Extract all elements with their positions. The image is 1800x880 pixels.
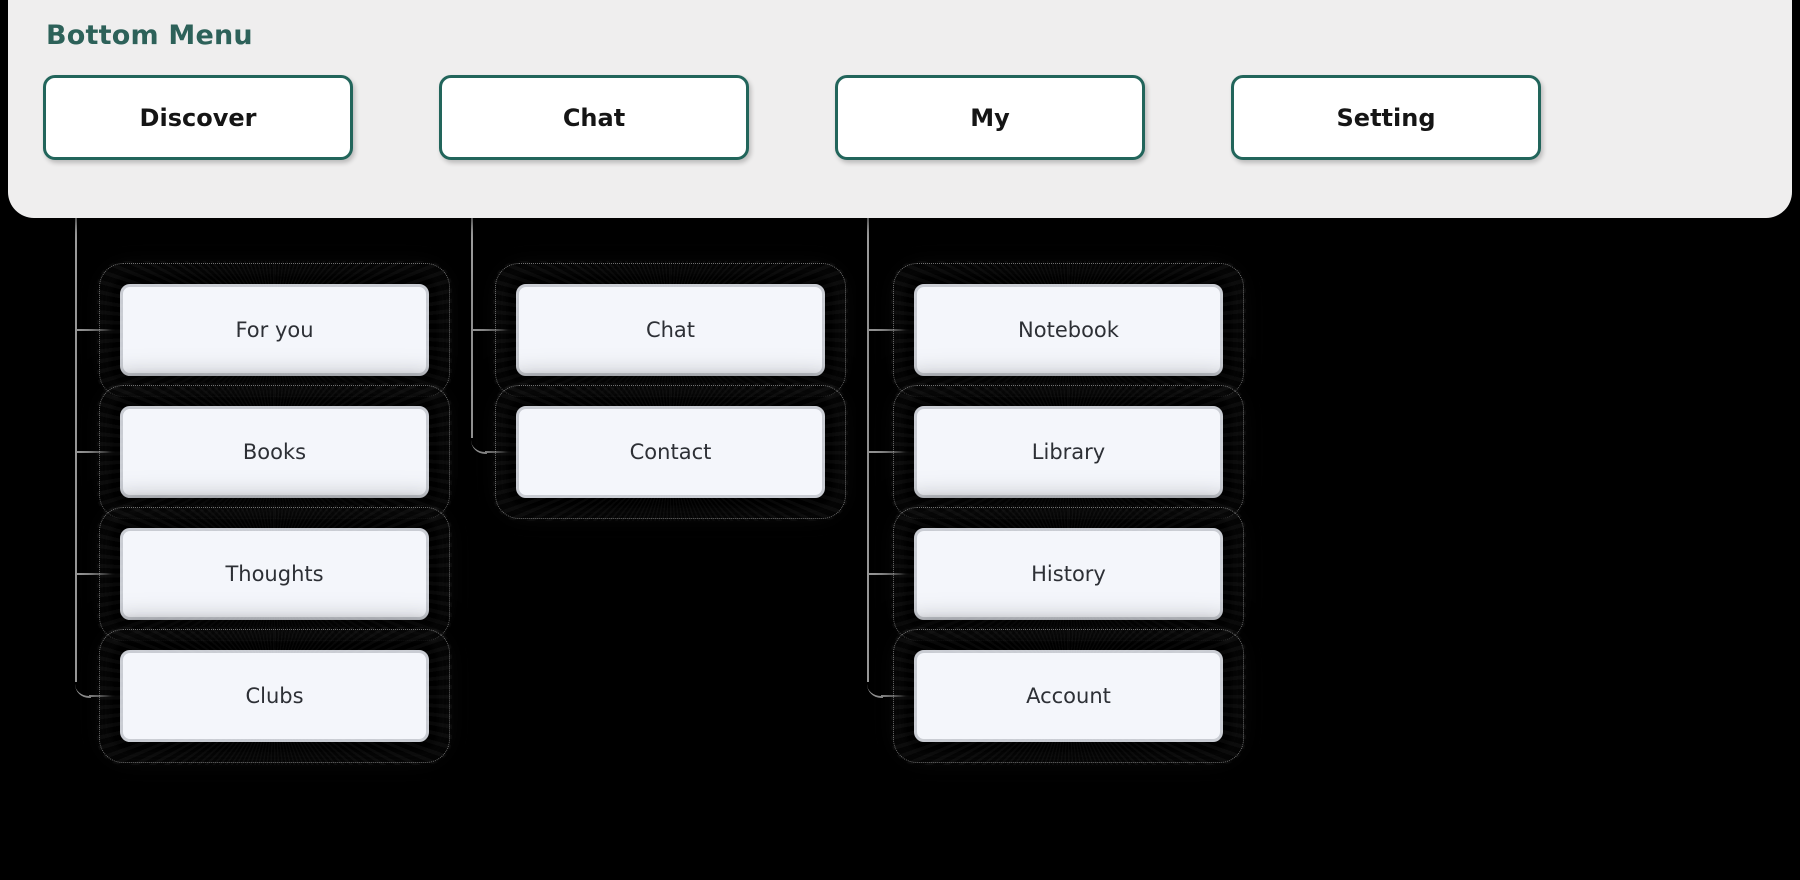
top-menu-button-label: Chat xyxy=(562,103,626,132)
connector-branch-my-1 xyxy=(867,451,915,453)
node-card-contact[interactable]: Contact xyxy=(493,383,848,521)
connector-branch-my-3 xyxy=(881,695,915,697)
top-menu-button-chat[interactable]: Chat xyxy=(439,75,749,160)
node-card-chat[interactable]: Chat xyxy=(493,261,848,399)
connector-trunk-corner-chat xyxy=(471,416,487,454)
page-title: Bottom Menu xyxy=(46,20,253,51)
top-menu-button-setting[interactable]: Setting xyxy=(1231,75,1541,160)
node-card-clubs[interactable]: Clubs xyxy=(97,627,452,765)
node-card-label: Account xyxy=(1026,684,1111,708)
connector-branch-discover-2 xyxy=(75,573,123,575)
node-card-library[interactable]: Library xyxy=(891,383,1246,521)
node-card-label: Notebook xyxy=(1018,318,1119,342)
connector-branch-chat-1 xyxy=(485,451,519,453)
top-menu-button-label: My xyxy=(970,103,1010,132)
connector-branch-discover-1 xyxy=(75,451,123,453)
top-menu-button-my[interactable]: My xyxy=(835,75,1145,160)
node-card-notebook[interactable]: Notebook xyxy=(891,261,1246,399)
connector-trunk-discover xyxy=(75,180,77,682)
node-card-for-you[interactable]: For you xyxy=(97,261,452,399)
connector-trunk-my xyxy=(867,180,869,682)
node-card-thoughts[interactable]: Thoughts xyxy=(97,505,452,643)
node-card-books[interactable]: Books xyxy=(97,383,452,521)
connector-trunk-chat xyxy=(471,180,473,438)
top-menu-button-label: Setting xyxy=(1336,103,1436,132)
node-card-account[interactable]: Account xyxy=(891,627,1246,765)
node-card-history[interactable]: History xyxy=(891,505,1246,643)
connector-branch-my-0 xyxy=(867,329,915,331)
node-card-label: Books xyxy=(242,440,307,464)
connector-branch-my-2 xyxy=(867,573,915,575)
node-card-label: Library xyxy=(1031,440,1106,464)
connector-branch-chat-0 xyxy=(471,329,519,331)
top-menu-button-label: Discover xyxy=(139,103,257,132)
node-card-label: For you xyxy=(235,318,314,342)
node-card-label: History xyxy=(1031,562,1106,586)
connector-trunk-corner-my xyxy=(867,660,883,698)
connector-trunk-corner-discover xyxy=(75,660,91,698)
connector-branch-discover-3 xyxy=(89,695,123,697)
node-card-label: Thoughts xyxy=(225,562,324,586)
node-card-label: Clubs xyxy=(245,684,304,708)
bottom-menu-panel: Bottom Menu Discover Chat My Setting xyxy=(8,0,1792,218)
top-menu-button-discover[interactable]: Discover xyxy=(43,75,353,160)
node-card-label: Chat xyxy=(645,318,696,342)
node-card-label: Contact xyxy=(629,440,712,464)
connector-branch-discover-0 xyxy=(75,329,123,331)
